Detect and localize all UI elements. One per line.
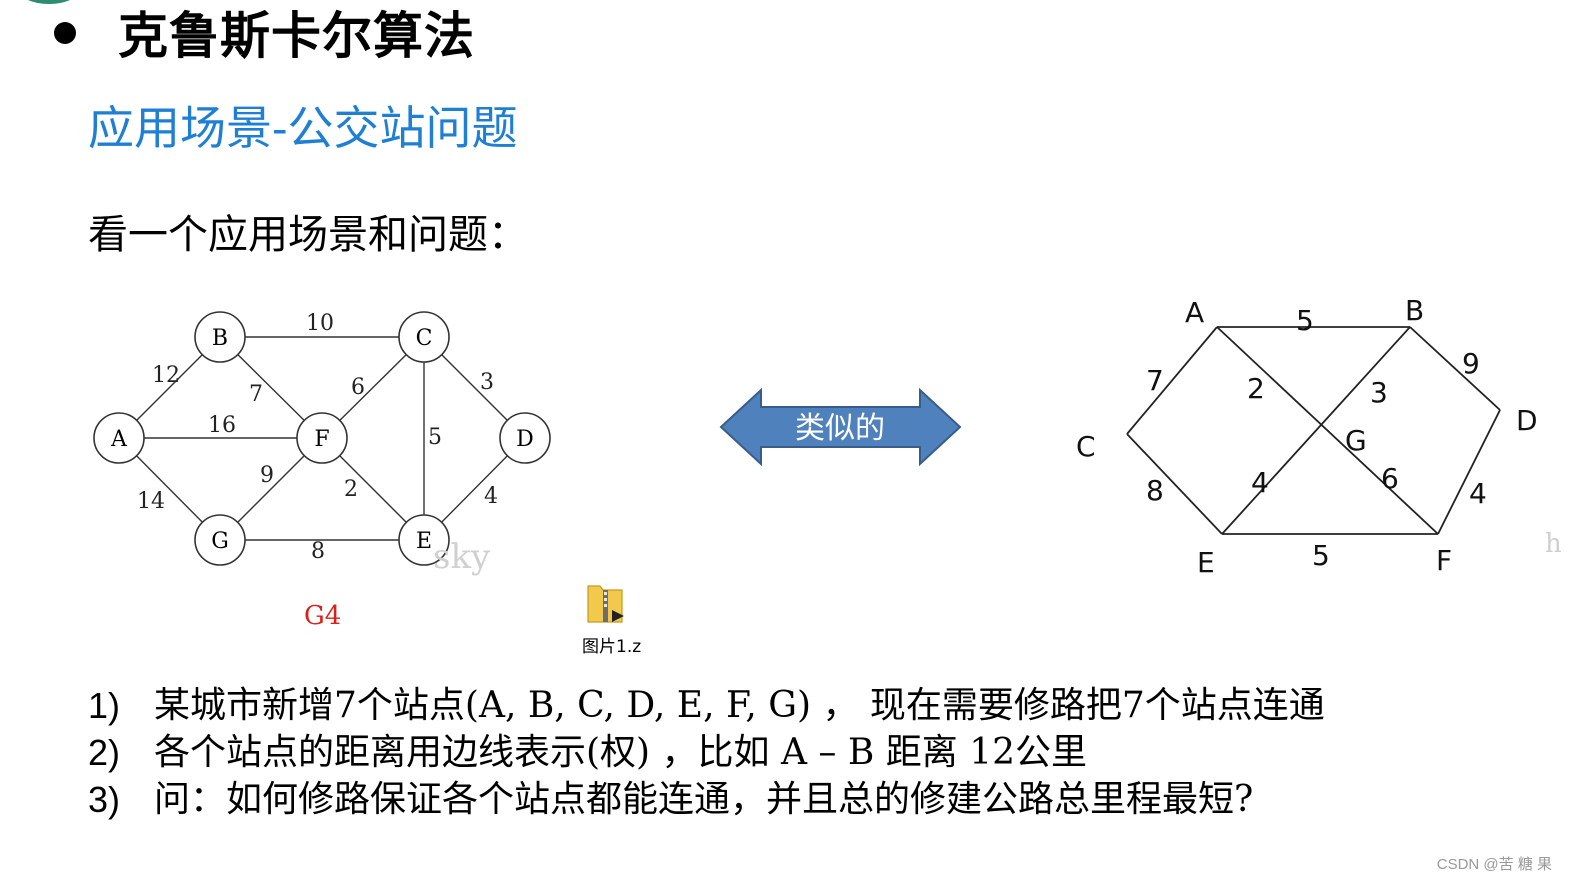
right-graph xyxy=(1126,326,1501,535)
right-weight-eg: 4 xyxy=(1251,466,1269,499)
right-node-a-label: A xyxy=(1185,296,1204,329)
left-weight-af: 16 xyxy=(208,413,236,438)
right-edge-ce xyxy=(1126,433,1223,535)
left-node-g: G xyxy=(194,514,246,566)
right-weight-df: 4 xyxy=(1469,477,1487,510)
right-edge-df xyxy=(1437,409,1501,535)
right-weight-ef: 5 xyxy=(1312,539,1330,572)
right-node-e-label: E xyxy=(1197,546,1215,579)
right-weight-ab: 5 xyxy=(1296,304,1314,337)
left-weight-fe: 2 xyxy=(344,477,358,502)
left-node-g-label: G xyxy=(211,529,229,554)
left-node-f: F xyxy=(296,412,348,464)
right-nodes: A B C D E F G xyxy=(1076,294,1538,579)
intro-text: 看一个应用场景和问题： xyxy=(88,212,528,258)
right-weight-ce: 8 xyxy=(1146,474,1164,507)
slide-corner-decoration xyxy=(18,0,80,4)
right-node-b-label: B xyxy=(1405,294,1424,327)
left-weights: 12 16 14 10 7 6 5 3 9 2 8 4 xyxy=(137,311,498,564)
left-weight-ab: 12 xyxy=(152,363,180,388)
footer-credit: CSDN @苦 糖 果 xyxy=(1436,856,1552,873)
slide-subtitle: 应用场景-公交站问题 xyxy=(88,101,518,155)
question-text: 某城市新增7个站点(A, B, C, D, E, F, G) ， 现在需要修路把… xyxy=(154,685,1325,726)
right-weight-bd: 9 xyxy=(1462,347,1480,380)
left-weight-ce: 5 xyxy=(428,425,442,450)
right-edge-bd xyxy=(1409,326,1501,411)
left-node-c-label: C xyxy=(416,326,433,351)
left-graph-caption: G4 xyxy=(304,601,341,631)
left-weight-bc: 10 xyxy=(306,311,334,336)
right-edge-be xyxy=(1221,326,1411,535)
question-item-1: 1) 某城市新增7个站点(A, B, C, D, E, F, G) ， 现在需要… xyxy=(88,682,1325,729)
left-node-d-label: D xyxy=(516,427,534,452)
left-weight-bf: 7 xyxy=(249,382,263,407)
title-bullet-icon xyxy=(54,22,76,44)
right-weight-be: 3 xyxy=(1370,376,1388,409)
left-weight-ge: 8 xyxy=(311,539,325,564)
right-weight-ac: 7 xyxy=(1146,364,1164,397)
question-number: 3) xyxy=(88,779,121,820)
right-node-f-label: F xyxy=(1436,544,1452,577)
question-text: 问：如何修路保证各个站点都能连通，并且总的修建公路总里程最短? xyxy=(154,779,1254,820)
left-node-e-label: E xyxy=(416,529,432,554)
double-arrow-shape xyxy=(719,387,962,467)
right-weights: 5 7 2 9 3 8 5 4 4 6 xyxy=(1146,304,1487,572)
left-weight-cf: 6 xyxy=(351,375,365,400)
left-weight-cd: 3 xyxy=(480,370,494,395)
left-node-a-label: A xyxy=(110,427,128,452)
question-item-3: 3) 问：如何修路保证各个站点都能连通，并且总的修建公路总里程最短? xyxy=(88,776,1325,823)
right-node-c-label: C xyxy=(1076,430,1096,463)
left-node-c: C xyxy=(398,311,450,363)
right-node-g-label: G xyxy=(1345,424,1367,457)
zip-folder-icon[interactable] xyxy=(586,578,626,626)
left-node-e: E xyxy=(398,514,450,566)
right-edge-af xyxy=(1216,326,1439,535)
left-node-a: A xyxy=(93,412,145,464)
left-node-d: D xyxy=(499,412,551,464)
right-weight-gf: 6 xyxy=(1381,462,1399,495)
right-edge-ac xyxy=(1126,326,1218,435)
question-list: 1) 某城市新增7个站点(A, B, C, D, E, F, G) ， 现在需要… xyxy=(88,682,1325,823)
slide-title: 克鲁斯卡尔算法 xyxy=(118,6,475,65)
right-stray-mark: h xyxy=(1545,529,1562,559)
left-weight-ag: 14 xyxy=(137,489,165,514)
left-node-f-label: F xyxy=(314,427,329,452)
question-text: 各个站点的距离用边线表示(权) ，比如 A – B 距离 12公里 xyxy=(154,732,1088,773)
question-item-2: 2) 各个站点的距离用边线表示(权) ，比如 A – B 距离 12公里 xyxy=(88,729,1325,776)
right-weight-af: 2 xyxy=(1247,372,1265,405)
zip-file-label[interactable]: 图片1.z xyxy=(582,637,642,657)
similar-double-arrow: 类似的 xyxy=(719,387,962,467)
left-nodes: A B C D E F G xyxy=(93,311,551,566)
right-node-d-label: D xyxy=(1516,404,1538,437)
left-weight-fg: 9 xyxy=(260,463,274,488)
question-number: 1) xyxy=(88,685,121,726)
left-watermark: sky xyxy=(433,537,491,577)
left-node-b: B xyxy=(194,311,246,363)
left-weight-de: 4 xyxy=(484,484,498,509)
double-arrow-label: 类似的 xyxy=(795,411,885,446)
question-number: 2) xyxy=(88,732,121,773)
left-node-b-label: B xyxy=(212,326,228,351)
